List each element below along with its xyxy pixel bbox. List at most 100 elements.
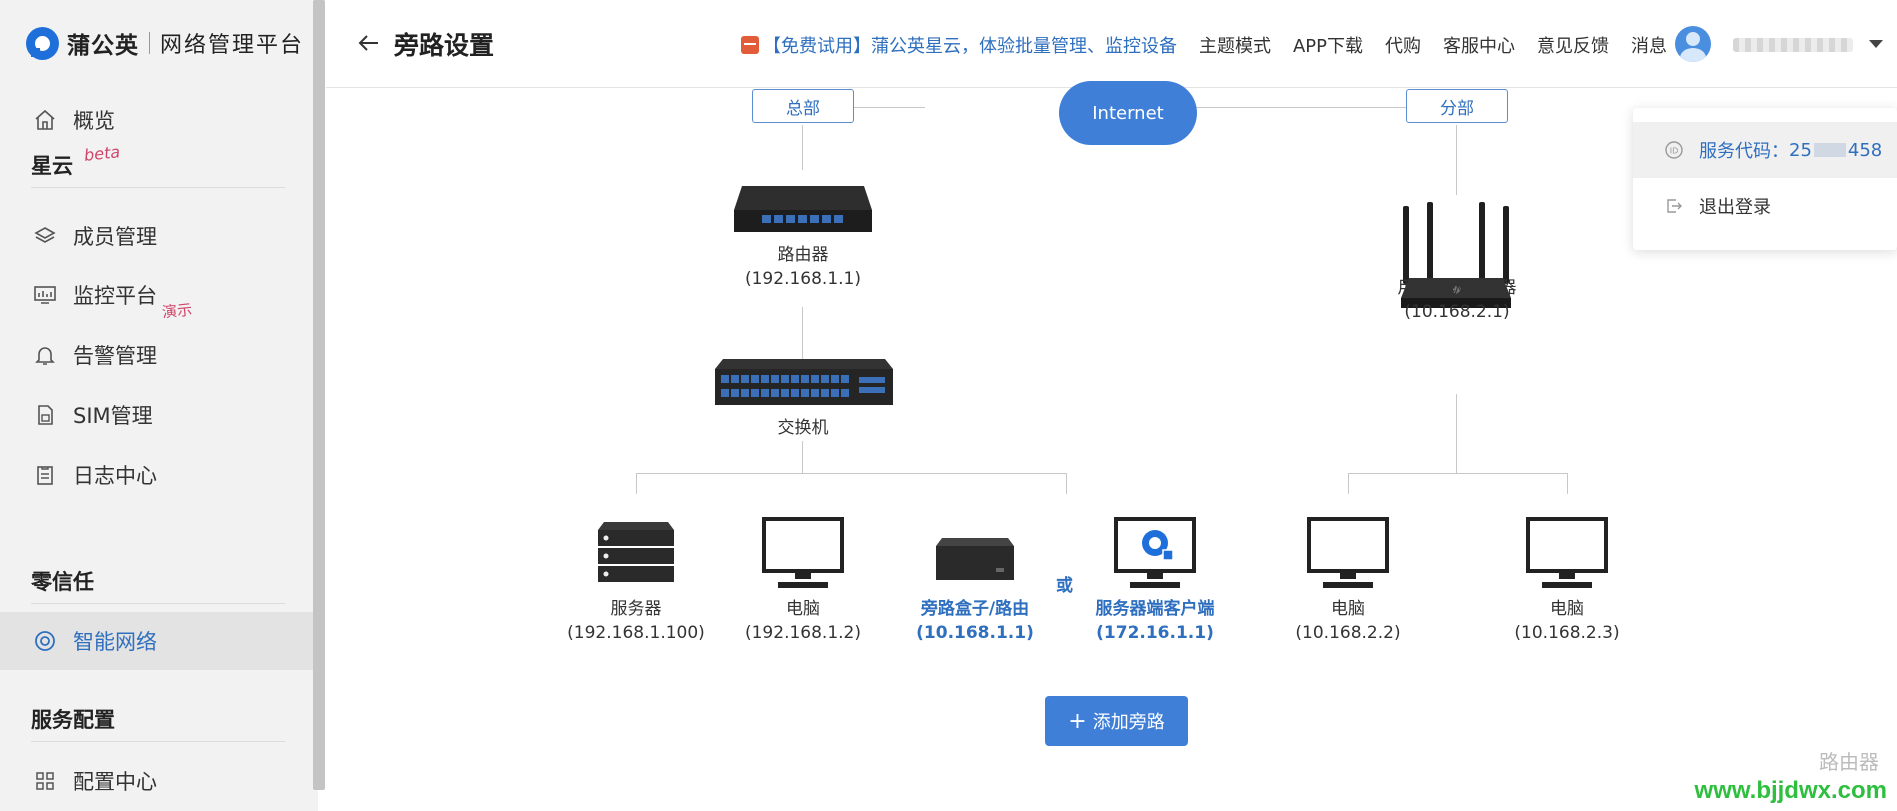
- pc3-label: 电脑 (10.168.2.3): [1457, 597, 1677, 645]
- purchase-link[interactable]: 代购: [1385, 36, 1421, 57]
- sidebar-scrollbar[interactable]: [313, 0, 325, 790]
- sidebar-item-label: 日志中心: [73, 464, 157, 488]
- bypass-box-label: 旁路盒子/路由 (10.168.1.1): [865, 597, 1085, 645]
- switch-name: 交换机: [777, 418, 829, 438]
- wifi-router-icon: [1399, 202, 1513, 316]
- router-icon: [734, 186, 872, 236]
- sidebar-item-logs[interactable]: 日志中心: [0, 446, 313, 504]
- sidebar-item-label: 成员管理: [73, 225, 157, 249]
- client-computer-icon: [1114, 517, 1196, 593]
- sidebar-item-monitor[interactable]: 监控平台: [0, 266, 313, 324]
- server-ip: (192.168.1.100): [567, 623, 705, 643]
- messages-link[interactable]: 消息: [1631, 36, 1667, 57]
- sidebar-item-members[interactable]: 成员管理: [0, 207, 313, 265]
- server-icon: [598, 522, 674, 590]
- bypass-box-icon: [936, 538, 1014, 586]
- divider: [31, 741, 285, 742]
- connector: [1348, 473, 1568, 474]
- router-ip: (192.168.1.1): [744, 269, 861, 289]
- service-code-prefix: 25: [1789, 139, 1812, 161]
- pc1-ip: (192.168.1.2): [744, 623, 861, 643]
- username-redacted[interactable]: [1733, 38, 1853, 52]
- bypass-box-name: 旁路盒子/路由: [920, 599, 1030, 619]
- back-arrow-icon[interactable]: [356, 30, 382, 56]
- switch-label: 交换机: [693, 416, 913, 440]
- sidebar-item-sim[interactable]: SIM管理: [0, 386, 313, 444]
- page-title: 旁路设置: [394, 31, 495, 60]
- server-client-label: 服务器端客户端 (172.16.1.1): [1045, 597, 1265, 645]
- home-icon: [31, 106, 59, 134]
- divider: [31, 187, 285, 188]
- sidebar: 蒲公英 网络管理平台 概览 星云 beta 成员管理 监控平台 演示 告警管理 …: [0, 0, 318, 811]
- connector: [802, 307, 803, 359]
- branch-tag: 分部: [1406, 89, 1508, 123]
- connector: [636, 473, 637, 494]
- demo-tag: 演示: [161, 300, 193, 322]
- connector: [802, 125, 803, 170]
- bell-icon: [31, 341, 59, 369]
- connector: [1456, 125, 1457, 195]
- layers-icon: [31, 222, 59, 250]
- pc3-ip: (10.168.2.3): [1514, 623, 1620, 643]
- switch-icon: [715, 359, 893, 409]
- service-code-label: 服务代码：: [1699, 141, 1789, 162]
- logout-item[interactable]: 退出登录: [1633, 178, 1897, 234]
- internet-cloud: Internet: [1059, 81, 1197, 145]
- sidebar-item-config-center[interactable]: 配置中心: [0, 752, 313, 810]
- pc1-label: 电脑 (192.168.1.2): [693, 597, 913, 645]
- or-text: 或: [1056, 576, 1073, 596]
- add-bypass-label: 添加旁路: [1092, 712, 1165, 733]
- connector: [636, 473, 1067, 474]
- section-title-nebula: 星云: [31, 154, 73, 178]
- pc2-ip: (10.168.2.2): [1295, 623, 1401, 643]
- connector: [1191, 107, 1431, 108]
- sidebar-item-label: 监控平台: [73, 284, 157, 308]
- network-icon: [31, 627, 59, 655]
- pc2-label: 电脑 (10.168.2.2): [1238, 597, 1458, 645]
- feedback-link[interactable]: 意见反馈: [1537, 36, 1609, 57]
- plus-icon: +: [1068, 708, 1087, 734]
- server-client-name: 服务器端客户端: [1095, 599, 1215, 619]
- sidebar-item-overview[interactable]: 概览: [0, 91, 313, 149]
- user-dropdown-menu: ID 服务代码： 25 458 退出登录: [1633, 108, 1897, 250]
- support-center-link[interactable]: 客服中心: [1443, 36, 1515, 57]
- branch-router-label: 用于一级路由器 (10.168.2.1): [1347, 276, 1567, 324]
- sidebar-item-smart-network[interactable]: 智能网络: [0, 612, 313, 670]
- service-code-suffix: 458: [1847, 139, 1883, 161]
- server-label: 服务器 (192.168.1.100): [526, 597, 746, 645]
- connector: [1567, 473, 1568, 494]
- promo-link[interactable]: 【免费试用】蒲公英星云，体验批量管理、监控设备: [762, 36, 1177, 57]
- chevron-down-icon[interactable]: [1869, 40, 1883, 48]
- theme-mode-link[interactable]: 主题模式: [1198, 36, 1271, 57]
- gift-icon: [740, 36, 759, 54]
- server-client-ip: (172.16.1.1): [1096, 623, 1214, 643]
- pgy-logo-icon: [26, 26, 59, 60]
- sidebar-item-alerts[interactable]: 告警管理: [0, 326, 313, 384]
- logout-label: 退出登录: [1699, 197, 1771, 218]
- bypass-box-ip: (10.168.1.1): [916, 623, 1034, 643]
- service-code-item[interactable]: ID 服务代码： 25 458: [1633, 122, 1897, 178]
- router-name: 路由器: [777, 245, 829, 265]
- id-icon: ID: [1665, 141, 1683, 159]
- pc2-name: 电脑: [1331, 599, 1365, 619]
- avatar[interactable]: [1675, 26, 1711, 62]
- service-code-redacted: [1813, 143, 1846, 157]
- monitor-icon: [31, 281, 59, 309]
- logo[interactable]: 蒲公英 网络管理平台: [26, 26, 304, 60]
- connector: [1348, 473, 1349, 494]
- divider: [31, 603, 285, 604]
- watermark-url: www.bjjdwx.com: [1694, 777, 1887, 804]
- computer-icon: [1526, 517, 1608, 593]
- app-download-link[interactable]: APP下载: [1292, 36, 1363, 57]
- sidebar-item-label: 概览: [73, 109, 115, 133]
- sidebar-item-label: SIM管理: [73, 404, 153, 428]
- computer-icon: [1307, 517, 1389, 593]
- branch-router-name: 用于一级路由器: [1397, 278, 1517, 298]
- section-title-zero-trust: 零信任: [31, 570, 94, 594]
- top-header: 旁路设置 【免费试用】蒲公英星云，体验批量管理、监控设备 主题模式 APP下载 …: [326, 0, 1897, 88]
- topology-diagram: 总部 分部 Internet 路由器 (192.168.1.1) 交换机: [326, 81, 1897, 811]
- sidebar-item-label: 智能网络: [73, 630, 157, 654]
- connector: [1066, 473, 1067, 494]
- add-bypass-button[interactable]: + 添加旁路: [1045, 696, 1188, 746]
- hq-tag: 总部: [752, 89, 854, 123]
